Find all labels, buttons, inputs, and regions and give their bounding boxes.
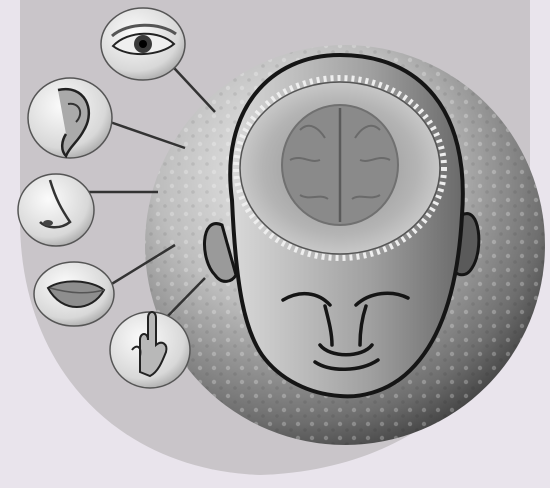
sense-eye [101, 8, 185, 80]
brain [282, 105, 398, 225]
sense-nose [18, 174, 94, 246]
sense-ear [28, 78, 112, 158]
sense-touch [110, 312, 190, 388]
sense-tongue [34, 262, 114, 326]
